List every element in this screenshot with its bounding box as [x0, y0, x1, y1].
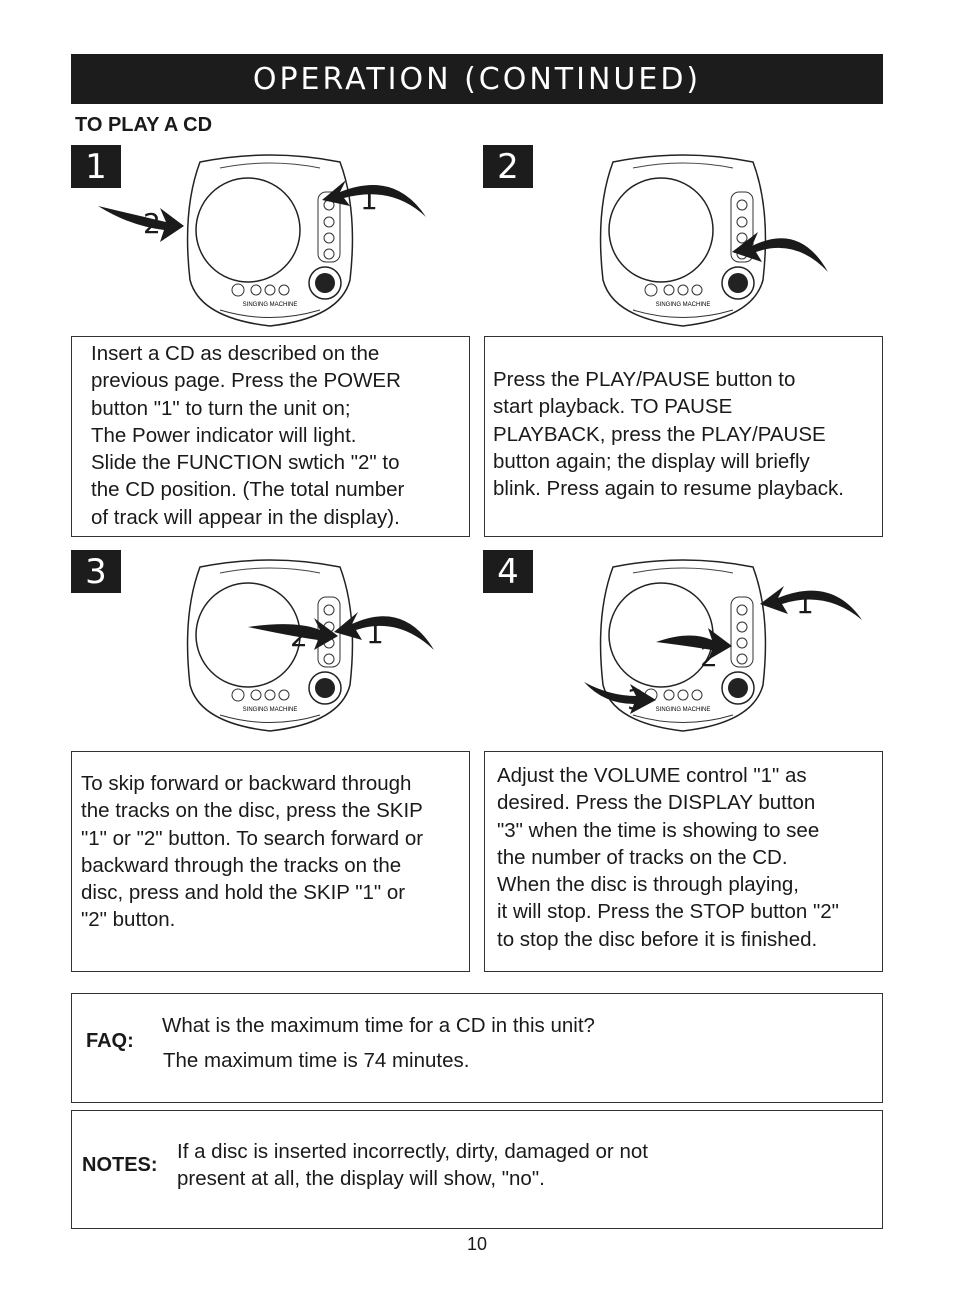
callout-number: 1 [366, 617, 384, 650]
callout-number: 1 [796, 587, 814, 620]
step-badge-4: 4 [483, 550, 533, 593]
faq-box: FAQ: What is the maximum time for a CD i… [71, 993, 883, 1103]
faq-question: What is the maximum time for a CD in thi… [162, 1014, 595, 1037]
notes-text: If a disc is inserted incorrectly, dirty… [177, 1140, 648, 1190]
step-3-text: To skip forward or backward through the … [81, 772, 424, 932]
cd-player-illustration-2: SINGING MACHINE [599, 154, 767, 327]
arrow-icon [322, 180, 426, 217]
arrow-icon [584, 682, 656, 714]
step-badge-1: 1 [71, 145, 121, 188]
device-brand-label: SINGING MACHINE [243, 302, 298, 308]
step-badge-3: 3 [71, 550, 121, 593]
callout-number: 2 [290, 620, 308, 653]
page-title: OPERATION (CONTINUED) [252, 61, 702, 97]
page-number: 10 [466, 1234, 488, 1254]
notes-box: NOTES: If a disc is inserted incorrectly… [71, 1110, 883, 1229]
arrow-icon [98, 206, 184, 242]
device-brand-label: SINGING MACHINE [243, 707, 298, 713]
arrow-icon [334, 612, 434, 650]
arrow-icon [248, 618, 338, 650]
cd-player-illustration-1: SINGING MACHINE [186, 154, 354, 327]
arrow-icon [656, 628, 732, 660]
step-1-text: Insert a CD as described on the previous… [91, 342, 405, 529]
step-1-instructions-box: Insert a CD as described on the previous… [71, 336, 470, 537]
notes-label: NOTES: [82, 1154, 158, 1176]
step-4-instructions-box: Adjust the VOLUME control "1" as desired… [484, 751, 883, 972]
faq-answer: The maximum time is 74 minutes. [163, 1049, 470, 1072]
callout-number: 2 [700, 640, 718, 673]
arrow-icon [760, 586, 862, 620]
arrow-icon [732, 232, 828, 272]
device-brand-label: SINGING MACHINE [656, 707, 711, 713]
page-title-bar: OPERATION (CONTINUED) [71, 54, 883, 104]
step-4-text: Adjust the VOLUME control "1" as desired… [497, 764, 839, 951]
callout-number: 1 [360, 183, 378, 216]
callout-number: 2 [143, 207, 161, 240]
section-heading: TO PLAY A CD [75, 114, 213, 136]
cd-player-illustration-4: SINGING MACHINE [599, 559, 767, 732]
step-2-text: Press the PLAY/PAUSE button to start pla… [493, 368, 844, 501]
step-badge-2: 2 [483, 145, 533, 188]
step-2-instructions-box: Press the PLAY/PAUSE button to start pla… [484, 336, 883, 537]
faq-label: FAQ: [86, 1030, 134, 1052]
device-brand-label: SINGING MACHINE [656, 302, 711, 308]
callout-number: 3 [627, 683, 645, 716]
step-3-instructions-box: To skip forward or backward through the … [71, 751, 470, 972]
